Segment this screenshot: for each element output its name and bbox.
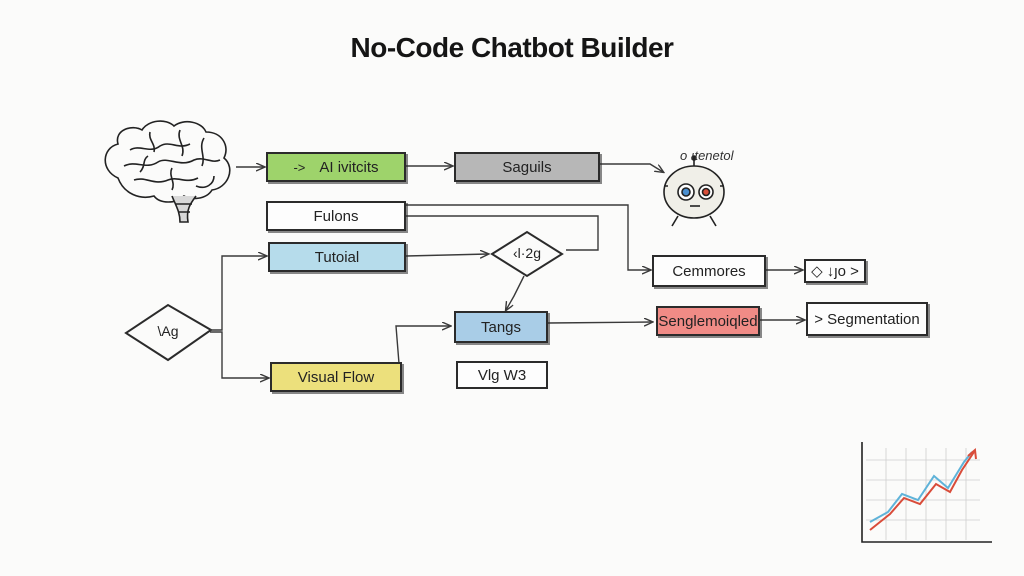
node-tangs: Tangs xyxy=(454,311,548,343)
node-visual-flow: Visual Flow xyxy=(270,362,402,392)
decision-diamond-middle xyxy=(490,230,564,278)
diamond-middle-label: ‹l·2g xyxy=(512,245,541,261)
node-tutorial: Tutoial xyxy=(268,242,406,272)
node-small-box-label: ◇ ↓ȷo > xyxy=(811,263,859,280)
node-ai-label: AI ivitcits xyxy=(319,158,379,176)
node-saguils-label: Saguils xyxy=(502,158,552,176)
robot-annotation: o ıtenetol xyxy=(680,148,734,163)
node-ai: -> AI ivitcits xyxy=(266,152,406,182)
node-segmentation-label: > Segmentation xyxy=(814,310,920,328)
diamond-left-label: \Ag xyxy=(157,323,179,339)
node-segmented: Senglemoiqled xyxy=(656,306,760,336)
node-small-box: ◇ ↓ȷo > xyxy=(804,259,866,283)
node-vlg-label: Vlg W3 xyxy=(477,366,527,384)
node-saguils: Saguils xyxy=(454,152,600,182)
page-title: No-Code Chatbot Builder xyxy=(350,32,674,63)
node-fulons: Fulons xyxy=(266,201,406,231)
node-segmentation: > Segmentation xyxy=(806,302,928,336)
node-fulons-label: Fulons xyxy=(313,207,359,225)
node-segmented-label: Senglemoiqled xyxy=(658,312,758,330)
line-chart-icon xyxy=(861,442,992,543)
brain-icon xyxy=(104,120,231,223)
node-vlg: Vlg W3 xyxy=(456,361,548,389)
node-cemmores-label: Cemmores xyxy=(672,262,746,280)
node-tutorial-label: Tutoial xyxy=(314,248,360,266)
node-cemmores: Cemmores xyxy=(652,255,766,287)
node-visual-flow-label: Visual Flow xyxy=(297,368,375,386)
robot-icon xyxy=(663,155,725,227)
node-tangs-label: Tangs xyxy=(480,318,522,336)
node-ai-prefix: -> xyxy=(293,159,306,175)
